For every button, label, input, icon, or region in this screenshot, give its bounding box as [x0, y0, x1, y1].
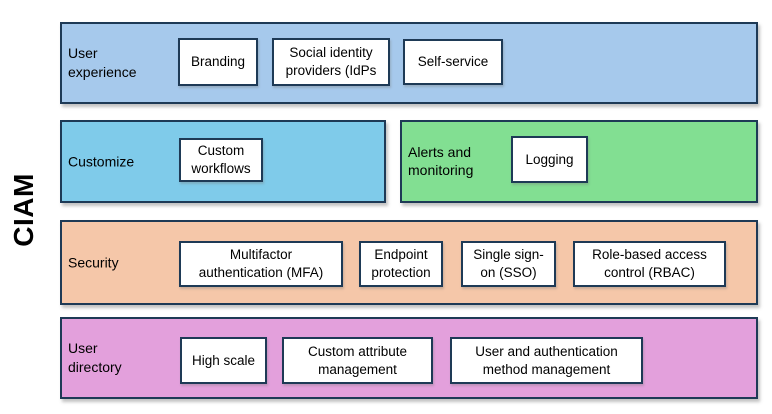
box-role-based-access-control: Role-based access control (RBAC) — [573, 241, 726, 287]
box-logging: Logging — [511, 136, 588, 183]
band-label-user-experience: User experience — [68, 45, 137, 80]
band-label-alerts-and-monitoring: Alerts and monitoring — [408, 143, 474, 179]
box-multifactor-authentication: Multifactor authentication (MFA) — [179, 241, 343, 287]
band-security: Security Multifactor authentication (MFA… — [60, 220, 758, 305]
box-social-identity-providers: Social identity providers (IdPs — [272, 38, 390, 86]
box-high-scale: High scale — [180, 337, 267, 384]
band-user-directory: User directory High scale Custom attribu… — [60, 317, 758, 399]
box-user-and-authentication-method-management: User and authentication method managemen… — [450, 337, 643, 384]
box-custom-workflows: Custom workflows — [179, 138, 263, 182]
diagram-title: CIAM — [8, 173, 39, 247]
band-label-customize: Customize — [68, 153, 135, 170]
band-alerts-and-monitoring: Alerts and monitoring Logging — [400, 120, 758, 203]
band-customize: Customize Custom workflows — [60, 120, 386, 203]
box-endpoint-protection: Endpoint protection — [359, 241, 443, 287]
box-custom-attribute-management: Custom attribute management — [282, 337, 433, 384]
box-self-service: Self-service — [403, 39, 503, 85]
band-user-experience: User experience Branding Social identity… — [60, 22, 758, 104]
box-single-sign-on: Single sign- on (SSO) — [461, 241, 556, 287]
band-label-user-directory: User directory — [68, 340, 122, 375]
box-branding: Branding — [178, 38, 258, 86]
band-label-security: Security — [68, 254, 119, 271]
